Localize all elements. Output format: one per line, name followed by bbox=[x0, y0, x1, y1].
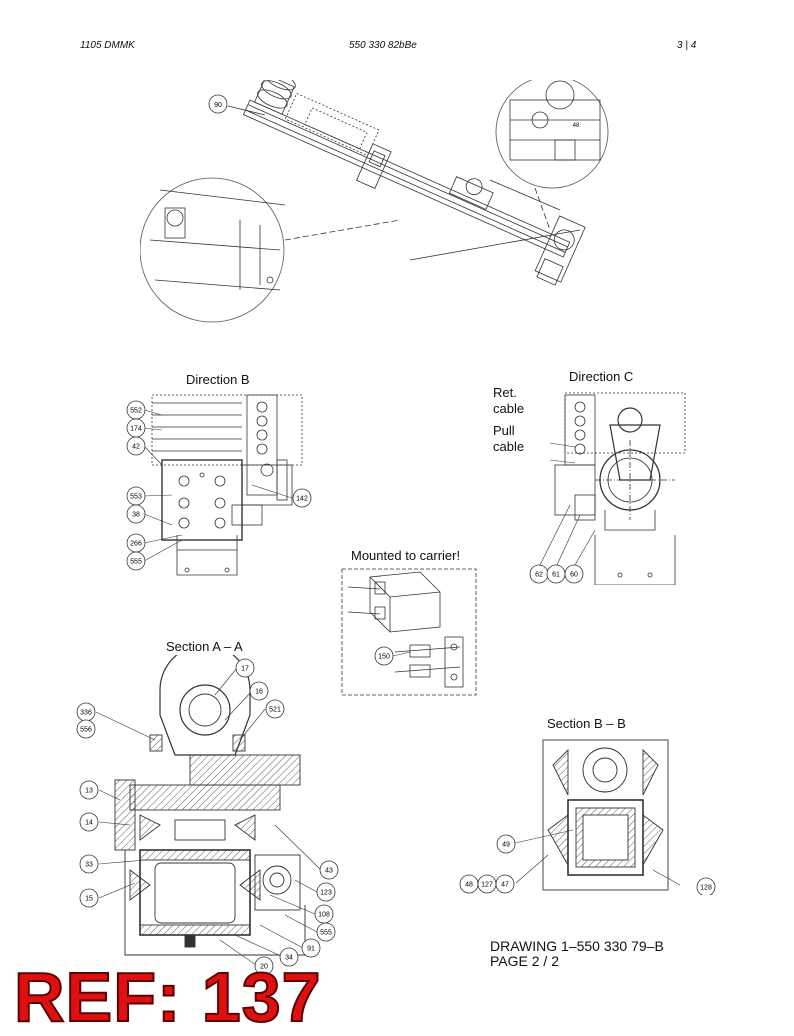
callout-521: 521 bbox=[269, 707, 281, 714]
direction-b-drawing: 552 174 42 553 38 266 555 142 bbox=[126, 394, 312, 576]
callout-48-top: 48 bbox=[573, 123, 580, 129]
callout-555-b: 555 bbox=[130, 559, 142, 566]
caption-mounted: Mounted to carrier! bbox=[351, 548, 461, 563]
section-bb-drawing: 49 48 127 47 128 bbox=[459, 739, 716, 895]
callout-49: 49 bbox=[502, 842, 510, 849]
caption-ret-cable: Ret. cable bbox=[493, 385, 525, 416]
callout-16: 16 bbox=[255, 689, 263, 696]
header-doc-code: 1105 DMMK bbox=[80, 40, 135, 51]
callout-556: 556 bbox=[80, 727, 92, 734]
callout-552: 552 bbox=[130, 408, 142, 415]
mounted-to-carrier-drawing: 150 bbox=[341, 568, 477, 696]
callout-150: 150 bbox=[378, 654, 390, 661]
callout-553: 553 bbox=[130, 494, 142, 501]
callout-60: 60 bbox=[570, 572, 578, 579]
drawing-page: PAGE 2 / 2 bbox=[490, 953, 559, 969]
callout-128: 128 bbox=[700, 885, 712, 892]
callout-142: 142 bbox=[296, 496, 308, 503]
caption-section-aa: Section A – A bbox=[166, 639, 243, 654]
callout-555-a: 555 bbox=[320, 930, 332, 937]
drawing-reference: DRAWING 1–550 330 79–B PAGE 2 / 2 bbox=[490, 939, 664, 969]
callout-17: 17 bbox=[241, 666, 249, 673]
callout-33: 33 bbox=[85, 862, 93, 869]
top-assembly-drawing: 90 48 bbox=[140, 80, 609, 323]
header-page: 3 | 4 bbox=[677, 40, 697, 51]
caption-direction-b: Direction B bbox=[186, 372, 250, 387]
callout-62: 62 bbox=[535, 572, 543, 579]
callout-336: 336 bbox=[80, 710, 92, 717]
callout-38: 38 bbox=[132, 512, 140, 519]
callout-123: 123 bbox=[320, 890, 332, 897]
callout-48: 48 bbox=[465, 882, 473, 889]
caption-section-bb: Section B – B bbox=[547, 716, 626, 731]
callout-174: 174 bbox=[130, 426, 142, 433]
caption-direction-c: Direction C bbox=[569, 369, 634, 384]
callout-14: 14 bbox=[85, 820, 93, 827]
ref-stamp: REF: 137 bbox=[13, 958, 322, 1036]
callout-20: 20 bbox=[260, 964, 268, 971]
callout-108: 108 bbox=[318, 912, 330, 919]
direction-c-drawing: 62 61 60 bbox=[529, 392, 686, 585]
callout-127: 127 bbox=[481, 882, 493, 889]
header-part-number: 550 330 82bBe bbox=[349, 40, 417, 51]
callout-15: 15 bbox=[85, 896, 93, 903]
drawing-number: DRAWING 1–550 330 79–B bbox=[490, 938, 664, 954]
callout-47: 47 bbox=[501, 882, 509, 889]
callout-266: 266 bbox=[130, 541, 142, 548]
caption-pull-cable: Pull cable bbox=[493, 423, 525, 454]
callout-43: 43 bbox=[325, 868, 333, 875]
callout-34: 34 bbox=[285, 955, 293, 962]
section-aa-drawing: 17 16 336 556 521 13 14 33 15 43 123 108… bbox=[76, 655, 339, 975]
callout-42: 42 bbox=[132, 444, 140, 451]
callout-91: 91 bbox=[307, 946, 315, 953]
callout-13: 13 bbox=[85, 788, 93, 795]
callout-90: 90 bbox=[214, 102, 222, 109]
callout-61: 61 bbox=[552, 572, 560, 579]
